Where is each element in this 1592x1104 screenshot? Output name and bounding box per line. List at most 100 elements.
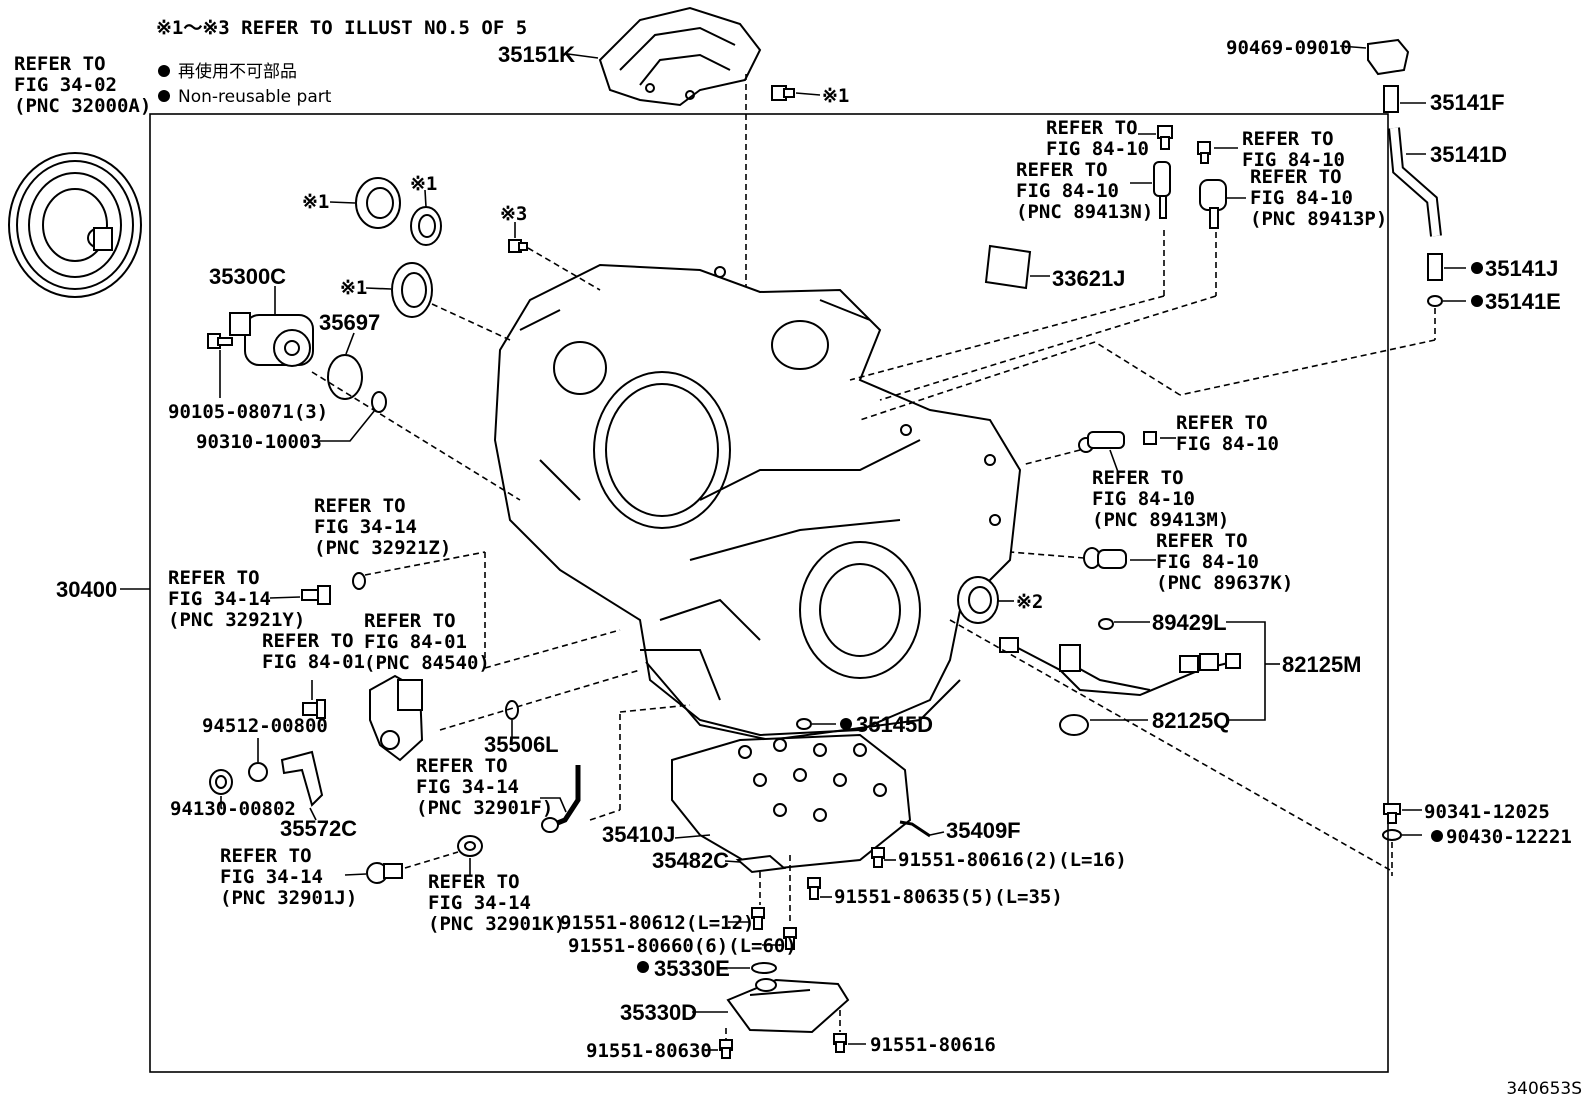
- callout-refer-fig-34-14-pnc-32921y-line-1: FIG 34-14: [168, 588, 271, 610]
- illustration-code: 340653S: [1506, 1079, 1582, 1099]
- callout-91551-80635-5-line-0: 91551-80635(5)(L=35): [834, 886, 1063, 908]
- callout-refer-fig-84-10-pnc-89637k-line-1: FIG 84-10: [1156, 551, 1259, 573]
- oil-strainer-sketch: [726, 978, 850, 1034]
- callout-refer-fig-84-10-c-line-0: REFER TO: [1176, 412, 1268, 434]
- callout-94512-00800-line-0: 94512-00800: [202, 715, 328, 737]
- callout-94130-00802-line-0: 94130-00802: [170, 798, 296, 820]
- callout-refer-fig-34-14-pnc-32901j-line-1: FIG 34-14: [220, 866, 323, 888]
- callout-90430-12221-line-0: 90430-12221: [1446, 826, 1572, 848]
- callout-refer-fig-34-14-pnc-32921z-line-1: FIG 34-14: [314, 516, 417, 538]
- oil-seal-sketch: [410, 206, 442, 246]
- callout-refer-fig-84-10-pnc-89413m-line-1: FIG 84-10: [1092, 488, 1195, 510]
- callout-refer-fig-34-14-pnc-32901k-line-0: REFER TO: [428, 871, 520, 893]
- callout-91551-80630-line-0: 91551-80630: [586, 1040, 712, 1062]
- callout-91551-80660-6-line-0: 91551-80660(6)(L=60): [568, 935, 797, 957]
- callout-refer-fig-84-10-pnc-89413n-line-0: REFER TO: [1016, 159, 1108, 181]
- callout-35141d-line-0: 35141D: [1430, 142, 1507, 167]
- callout-refer-fig-84-10-pnc-89413p-line-2: (PNC 89413P): [1250, 208, 1387, 230]
- bolt-sketch: [1143, 431, 1157, 445]
- plug-sketch: [301, 585, 331, 605]
- callout-35145d-line-0: 35145D: [856, 712, 933, 737]
- callout-91551-80616-2-line-0: 91551-80616(2)(L=16): [898, 849, 1127, 871]
- callout-refer-fig-84-10-pnc-89413m-line-0: REFER TO: [1092, 467, 1184, 489]
- callout-refer-fig-34-14-pnc-32901k-line-1: FIG 34-14: [428, 892, 531, 914]
- legend-japanese: 再使用不可部品: [178, 61, 297, 82]
- wire-harness-sketch: [999, 637, 1241, 697]
- callout-90341-12025-line-0: 90341-12025: [1424, 801, 1550, 823]
- callout-refer-fig-34-02-pnc-32000a-line-0: REFER TO: [14, 53, 106, 75]
- callout-note-1-seal-a-line-0: ※1: [302, 191, 329, 213]
- callout-refer-fig-34-14-pnc-32921y-line-0: REFER TO: [168, 567, 260, 589]
- speed-sensor-sketch: [1199, 179, 1227, 229]
- callout-refer-fig-84-01-pnc-84540-line-2: (PNC 84540): [364, 652, 490, 674]
- callout-refer-fig-84-01-pnc-84540-line-0: REFER TO: [364, 610, 456, 632]
- nonreusable-bullet-icon: [637, 961, 649, 973]
- callout-82125q-line-0: 82125Q: [1152, 708, 1230, 733]
- illustration-note: ※1～※3 REFER TO ILLUST NO.5 OF 5: [156, 17, 527, 39]
- bolt-sketch: [833, 1033, 847, 1053]
- union-sketch: [1427, 253, 1443, 281]
- nonreusable-bullet-icon: [158, 90, 170, 102]
- callout-refer-fig-84-10-c-line-1: FIG 84-10: [1176, 433, 1279, 455]
- transaxle-case-sketch: [493, 263, 1022, 742]
- bolt-sketch: [1197, 141, 1211, 164]
- callout-note-3-line-0: ※3: [500, 203, 527, 225]
- callout-note-2-line-0: ※2: [1016, 591, 1043, 613]
- callout-82125m-line-0: 82125M: [1282, 652, 1362, 677]
- callout-91551-80616-line-0: 91551-80616: [870, 1034, 996, 1056]
- callout-refer-fig-34-14-pnc-32921z-line-2: (PNC 32921Z): [314, 537, 451, 559]
- clamp-sketch: [1367, 38, 1410, 76]
- callout-refer-fig-34-02-pnc-32000a-line-1: FIG 34-02: [14, 74, 117, 96]
- nut-sketch: [209, 769, 233, 795]
- bolt-sketch: [719, 1039, 733, 1059]
- callout-35141j-line-0: 35141J: [1485, 256, 1558, 281]
- oil-seal-sketch: [391, 262, 433, 318]
- oil-seal-sketch: [957, 576, 999, 624]
- callout-refer-fig-84-01-line-0: REFER TO: [262, 630, 354, 652]
- callout-refer-fig-84-10-pnc-89413p-line-1: FIG 84-10: [1250, 187, 1353, 209]
- nonreusable-bullet-icon: [1471, 262, 1483, 274]
- callout-refer-fig-84-01-line-1: FIG 84-01: [262, 651, 365, 673]
- callout-35409f-line-0: 35409F: [946, 818, 1021, 843]
- main-frame: [149, 113, 1389, 1073]
- callout-35330d-line-0: 35330D: [620, 1000, 697, 1025]
- callout-refer-fig-34-14-pnc-32901j-line-2: (PNC 32901J): [220, 887, 357, 909]
- callout-35410j-line-0: 35410J: [602, 822, 675, 847]
- washer-sketch: [248, 762, 268, 782]
- callout-refer-fig-84-10-pnc-89413p-line-0: REFER TO: [1250, 166, 1342, 188]
- bolt-sketch: [807, 877, 821, 900]
- callout-refer-fig-84-01-pnc-84540-line-1: FIG 84-01: [364, 631, 467, 653]
- caution-plate-sketch: [984, 244, 1032, 290]
- bolt-sketch: [207, 333, 233, 349]
- callout-note-1-seal-c-line-0: ※1: [340, 277, 367, 299]
- bolt-sketch: [871, 847, 885, 868]
- legend-english: Non-reusable part: [178, 87, 332, 107]
- callout-90105-08071-line-0: 90105-08071(3): [168, 401, 328, 423]
- callout-90310-10003-line-0: 90310-10003: [196, 431, 322, 453]
- callout-35697-line-0: 35697: [319, 310, 380, 335]
- callout-refer-fig-34-14-pnc-32921y-line-2: (PNC 32921Y): [168, 609, 305, 631]
- nonreusable-bullet-icon: [840, 718, 852, 730]
- callout-refer-fig-84-10-pnc-89637k-line-0: REFER TO: [1156, 530, 1248, 552]
- callout-refer-fig-34-02-pnc-32000a-line-2: (PNC 32000A): [14, 95, 151, 117]
- callout-90469-09010-line-0: 90469-09010: [1226, 37, 1352, 59]
- solenoid-valve-sketch: [229, 312, 314, 367]
- callout-33621j-line-0: 33621J: [1052, 266, 1125, 291]
- nonreusable-bullet-icon: [1471, 295, 1483, 307]
- callout-35572c-line-0: 35572C: [280, 816, 357, 841]
- temperature-sensor-sketch: [1083, 547, 1127, 569]
- callout-refer-fig-34-14-pnc-32901f-line-1: FIG 34-14: [416, 776, 519, 798]
- callout-35151k-line-0: 35151K: [498, 42, 575, 67]
- callout-refer-fig-34-14-pnc-32901j-line-0: REFER TO: [220, 845, 312, 867]
- callout-89429l-line-0: 89429L: [1152, 610, 1227, 635]
- callout-35482c-line-0: 35482C: [652, 848, 729, 873]
- nonreusable-bullet-icon: [1431, 830, 1443, 842]
- valve-body-sketch: [671, 733, 912, 872]
- speed-sensor-sketch: [1078, 431, 1125, 453]
- speed-sensor-sketch: [1153, 161, 1171, 219]
- callout-refer-fig-84-10-pnc-89413n-line-1: FIG 84-10: [1016, 180, 1119, 202]
- callout-refer-fig-34-14-pnc-32901f-line-0: REFER TO: [416, 755, 508, 777]
